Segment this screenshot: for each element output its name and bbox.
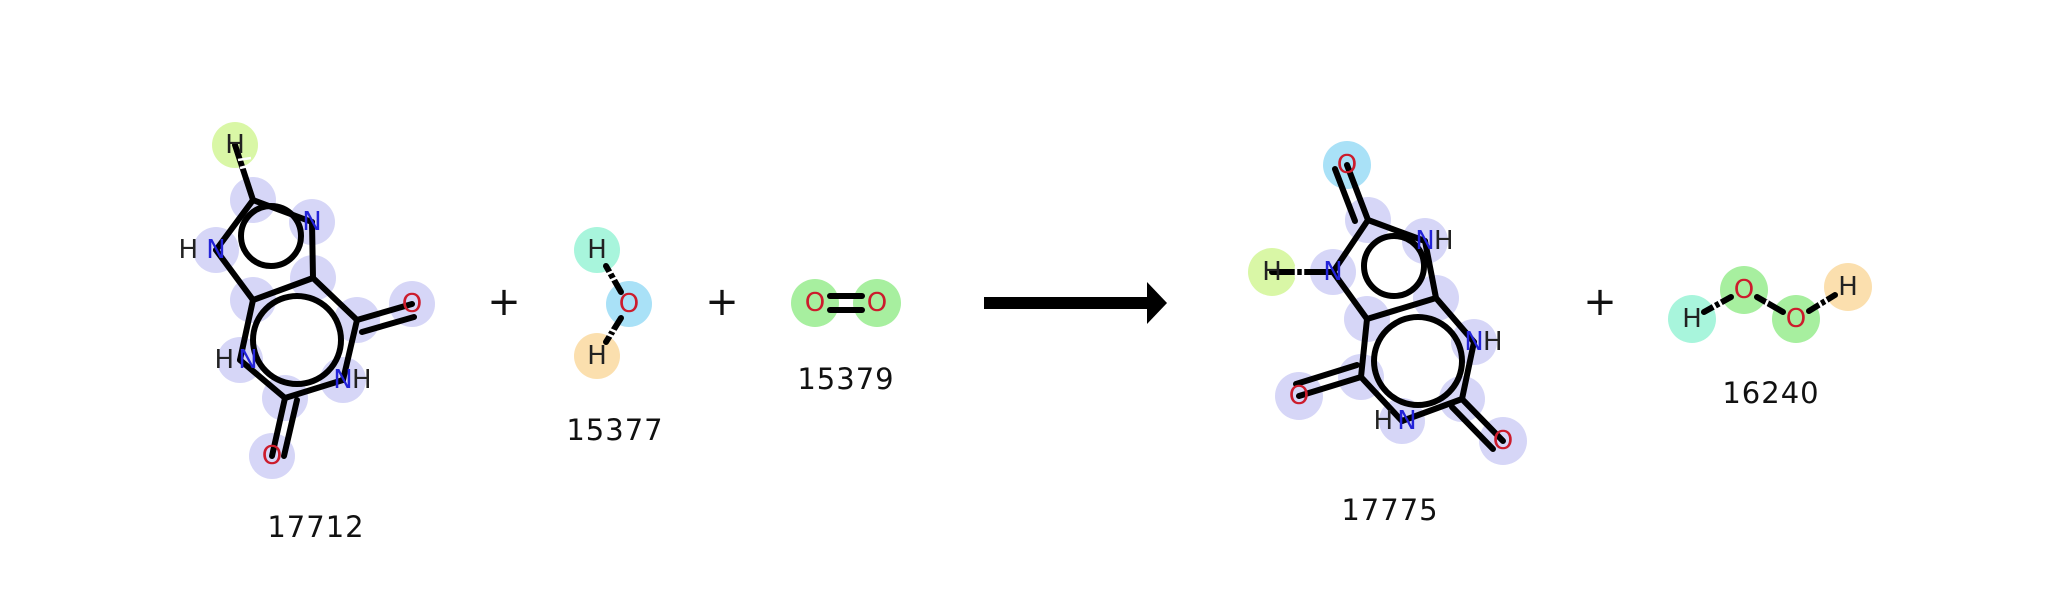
atom-n: N (1415, 226, 1434, 256)
atom-h-prefix: H (214, 345, 234, 375)
molecule-id-15377: 15377 (566, 413, 663, 447)
molecule-id-17775: 17775 (1341, 493, 1438, 527)
plus-sign: + (1583, 279, 1617, 325)
molecule-17712: H N H N O H N N H O 17712 (178, 122, 435, 544)
atom-n: N (302, 207, 321, 237)
atom-h: H (1262, 257, 1282, 287)
molecule-17775: O N H H N N H O H N O 17775 (1248, 141, 1527, 527)
atom-o: O (867, 288, 887, 318)
molecule-id-15379: 15379 (797, 362, 894, 396)
atom-o: O (1337, 150, 1357, 180)
atom-o: O (402, 289, 422, 319)
atom-h: H (225, 130, 245, 160)
atom-h-prefix: H (178, 235, 198, 265)
bonds (1269, 162, 1506, 452)
atom-h-suffix: H (352, 365, 372, 395)
plus-sign: + (487, 279, 521, 325)
atom-n: N (333, 365, 352, 395)
molecule-15377: H O H 15377 (566, 227, 663, 447)
atom-o: O (262, 441, 282, 471)
atom-o: O (619, 289, 639, 319)
molecule-15379: O O 15379 (791, 279, 901, 396)
atom-h-suffix: H (1434, 226, 1454, 256)
molecule-id-16240: 16240 (1722, 376, 1819, 410)
atom-h: H (587, 235, 607, 265)
atom-n: N (1397, 406, 1416, 436)
atom-o: O (1786, 304, 1806, 334)
atom-n: N (1464, 327, 1483, 357)
atom-h: H (1682, 304, 1702, 334)
atom-o: O (1289, 381, 1309, 411)
atom-h: H (1838, 272, 1858, 302)
atom-h-prefix: H (1373, 406, 1393, 436)
reaction-arrow (984, 282, 1167, 324)
molecule-16240: H O O H 16240 (1668, 263, 1872, 410)
molecule-id-17712: 17712 (267, 510, 364, 544)
atom-labels: O N H H N N H O H N O (1262, 150, 1513, 456)
atom-o: O (805, 288, 825, 318)
atom-o: O (1734, 275, 1754, 305)
bonds (213, 142, 417, 459)
atom-n: N (238, 345, 257, 375)
atom-n: N (1323, 257, 1342, 287)
atom-h-suffix: H (1483, 327, 1503, 357)
atom-labels: H N H N O H N N H O (178, 130, 422, 471)
atom-o: O (1493, 426, 1513, 456)
plus-sign: + (705, 279, 739, 325)
atom-h: H (587, 341, 607, 371)
atom-n: N (206, 235, 225, 265)
